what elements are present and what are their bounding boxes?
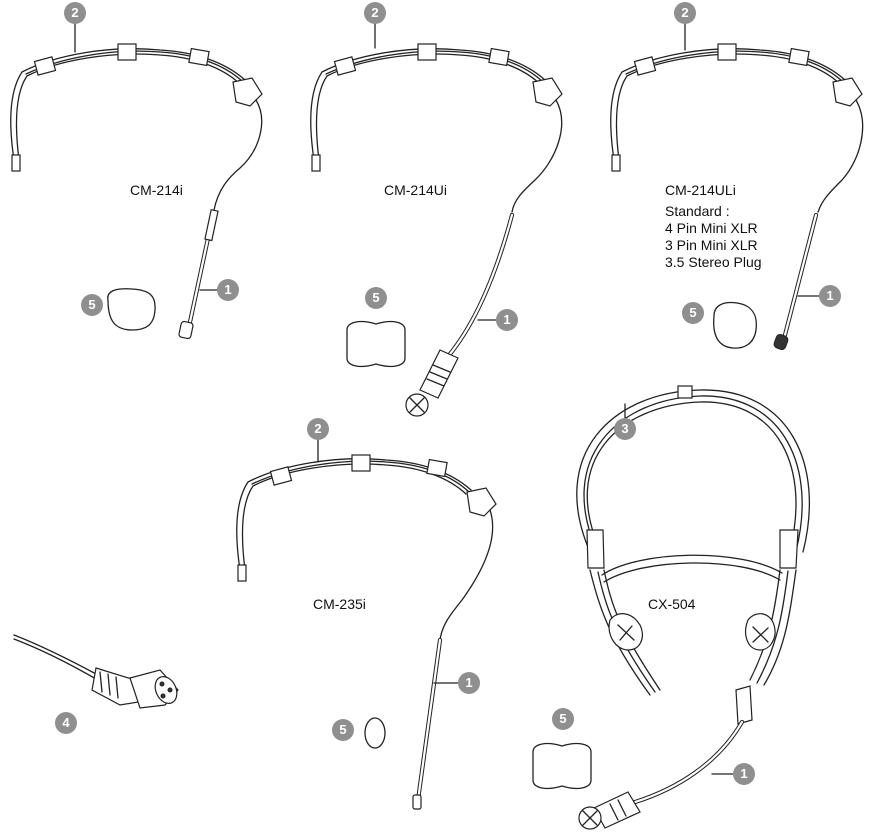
callout-1-badge: 1	[819, 285, 841, 307]
connector-list: Standard : 4 Pin Mini XLR 3 Pin Mini XLR…	[665, 203, 762, 271]
cm214ui-headset	[310, 43, 563, 417]
callout-2-badge: 2	[364, 2, 386, 24]
cx504-windscreen	[532, 742, 592, 790]
cx504-headset	[576, 385, 810, 830]
label-cx504: CX-504	[648, 596, 696, 612]
connector-item: 3 Pin Mini XLR	[665, 237, 758, 253]
callout-1-badge: 1	[496, 309, 518, 331]
cm214uli-windscreen	[713, 301, 757, 349]
connector-heading: Standard :	[665, 203, 730, 219]
callout-5-badge: 5	[81, 294, 103, 316]
xlr-connector	[13, 634, 179, 709]
callout-2-badge: 2	[64, 2, 86, 24]
callout-1-badge: 1	[733, 763, 755, 785]
callout-1-badge: 1	[217, 279, 239, 301]
cm235i-headset	[236, 454, 497, 810]
callout-1-badge: 1	[458, 672, 480, 694]
callout-5-badge: 5	[332, 719, 354, 741]
label-cm214uli: CM-214ULi	[665, 182, 736, 198]
cm235i-windscreen	[364, 717, 386, 749]
callout-2-badge: 2	[307, 418, 329, 440]
callout-2-badge: 2	[674, 2, 696, 24]
label-cm214i: CM-214i	[130, 182, 183, 198]
cm214ui-windscreen	[346, 320, 406, 368]
connector-item: 3.5 Stereo Plug	[665, 254, 762, 270]
callout-5-badge: 5	[365, 287, 387, 309]
label-cm214ui: CM-214Ui	[384, 182, 448, 198]
cm214i-headset	[10, 43, 263, 340]
callout-5-badge: 5	[552, 708, 574, 730]
cm214uli-headset	[610, 43, 864, 351]
leader-lines	[74, 21, 821, 775]
label-cm235i: CM-235i	[313, 596, 366, 612]
cm214i-windscreen	[107, 288, 156, 331]
callout-3-badge: 3	[614, 418, 636, 440]
connector-item: 4 Pin Mini XLR	[665, 220, 758, 236]
callout-5-badge: 5	[682, 302, 704, 324]
callout-4-badge: 4	[55, 712, 77, 734]
